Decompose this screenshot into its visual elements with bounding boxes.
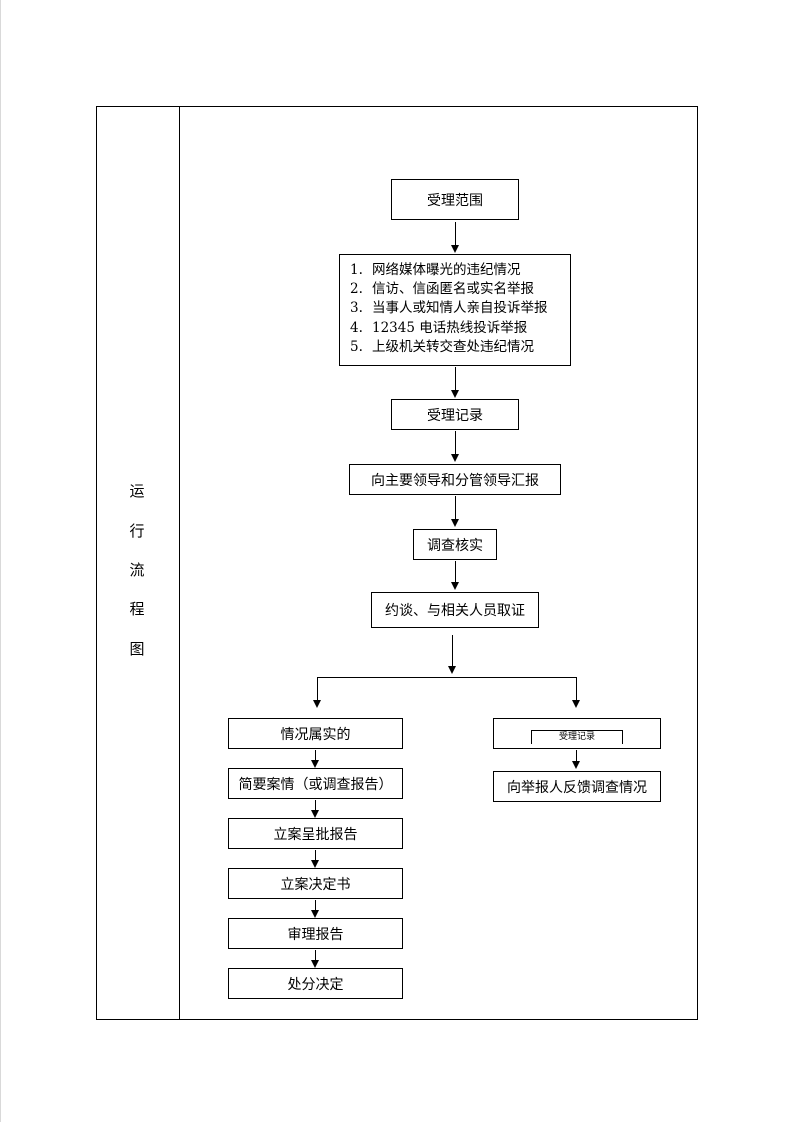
arrow-down-icon [311, 910, 319, 918]
side-label-char: 运 [129, 482, 145, 500]
scope-item: 4.12345 电话热线投诉举报 [350, 319, 528, 336]
arrow-down-icon [311, 860, 319, 868]
side-label-char: 流 [129, 561, 145, 579]
connector-line [455, 496, 456, 520]
arrow-down-icon [572, 761, 580, 769]
arrow-down-icon [311, 960, 319, 968]
connector-line [455, 431, 456, 455]
arrow-down-icon [448, 666, 456, 674]
node-true-case: 情况属实的 [228, 718, 403, 749]
node-brief: 简要案情（或调查报告） [228, 768, 403, 799]
node-right-record-label: 受理记录 [531, 730, 623, 744]
node-review-report: 审理报告 [228, 918, 403, 949]
arrow-down-icon [451, 245, 459, 253]
node-filing-decision: 立案决定书 [228, 868, 403, 899]
arrow-down-icon [572, 700, 580, 708]
arrow-down-icon [451, 519, 459, 527]
node-record: 受理记录 [391, 399, 519, 430]
connector-line [452, 635, 453, 669]
connector-line [315, 950, 316, 960]
node-report-leaders: 向主要领导和分管领导汇报 [349, 464, 561, 495]
connector-line [455, 367, 456, 391]
node-feedback: 向举报人反馈调查情况 [493, 771, 661, 802]
arrow-down-icon [451, 582, 459, 590]
arrow-down-icon [451, 390, 459, 398]
connector-line [455, 561, 456, 583]
side-label-char: 程 [129, 600, 145, 618]
node-investigate: 调查核实 [413, 529, 497, 560]
node-interview: 约谈、与相关人员取证 [371, 592, 539, 628]
arrow-down-icon [311, 760, 319, 768]
node-punishment: 处分决定 [228, 968, 403, 999]
branch-line [317, 677, 576, 678]
connector-line [315, 800, 316, 810]
node-scope-items: 1.网络媒体曝光的违纪情况 2.信访、信函匿名或实名举报 3.当事人或知情人亲自… [339, 254, 571, 366]
connector-line [317, 677, 318, 701]
node-filing-report: 立案呈批报告 [228, 818, 403, 849]
scope-item: 5.上级机关转交查处违纪情况 [350, 338, 534, 355]
node-scope: 受理范围 [391, 179, 519, 220]
connector-line [455, 222, 456, 246]
connector-line [576, 677, 577, 701]
column-divider [179, 107, 180, 1019]
arrow-down-icon [451, 454, 459, 462]
connector-line [576, 750, 577, 762]
scope-item: 1.网络媒体曝光的违纪情况 [350, 262, 521, 278]
outer-table [96, 106, 698, 1020]
arrow-down-icon [313, 700, 321, 708]
node-right-record [493, 718, 661, 749]
side-label-char: 图 [129, 640, 145, 658]
side-label-char: 行 [129, 522, 145, 540]
connector-line [315, 900, 316, 910]
connector-line [315, 850, 316, 860]
arrow-down-icon [311, 810, 319, 818]
scope-item: 2.信访、信函匿名或实名举报 [350, 281, 534, 298]
scope-item: 3.当事人或知情人亲自投诉举报 [350, 300, 548, 317]
connector-line [315, 750, 316, 760]
page-edge [0, 0, 1, 1122]
